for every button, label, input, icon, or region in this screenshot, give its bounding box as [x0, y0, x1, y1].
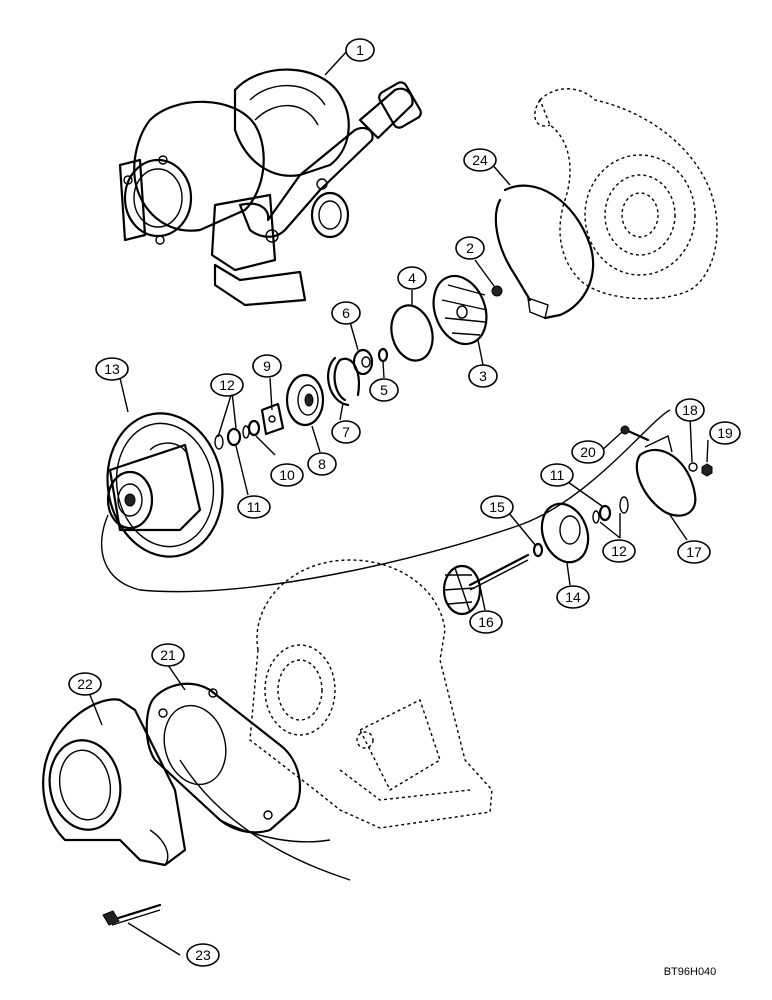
svg-text:7: 7 [342, 424, 350, 440]
svg-text:15: 15 [489, 499, 505, 515]
callout-17: 17 [677, 540, 711, 564]
thrust-washer [260, 402, 285, 436]
v-band-clamp [494, 184, 595, 320]
svg-text:17: 17 [686, 544, 702, 560]
turbine-clamp [635, 448, 697, 517]
seal-plate [540, 502, 590, 564]
svg-text:22: 22 [77, 676, 93, 692]
snap-ring [619, 496, 629, 514]
svg-text:24: 24 [472, 152, 488, 168]
compressor-wheel [432, 274, 488, 346]
turbocharger-assembly [118, 68, 422, 307]
seal-ring [377, 347, 389, 363]
svg-text:11: 11 [550, 467, 565, 483]
svg-text:12: 12 [219, 377, 235, 393]
svg-text:1: 1 [356, 42, 364, 58]
callouts: 1 2 3 4 5 6 7 8 9 10 11 12 13 14 15 16 1… [68, 38, 741, 967]
callout-11-lower: 11 [540, 463, 574, 487]
callout-16: 16 [469, 610, 503, 634]
svg-text:14: 14 [565, 589, 581, 605]
callout-8: 8 [307, 452, 337, 476]
callout-13: 13 [95, 357, 129, 381]
svg-text:13: 13 [104, 361, 120, 377]
bolt [624, 428, 650, 442]
mounting-bolt [102, 903, 162, 926]
svg-text:23: 23 [195, 947, 211, 963]
impeller-nut [491, 285, 503, 297]
callout-2: 2 [455, 236, 485, 260]
svg-text:5: 5 [380, 382, 388, 398]
callout-7: 7 [331, 420, 361, 444]
snap-ring [242, 425, 250, 439]
journal-bearing [598, 504, 612, 522]
leader-lines [89, 49, 709, 956]
svg-text:8: 8 [318, 456, 326, 472]
turbine-housing-phantom [249, 559, 493, 829]
thrust-collar [352, 348, 374, 376]
callout-10: 10 [270, 463, 304, 487]
svg-text:21: 21 [160, 647, 176, 663]
svg-text:18: 18 [682, 402, 698, 418]
washer [247, 419, 261, 437]
svg-text:2: 2 [466, 240, 474, 256]
callout-6: 6 [331, 301, 361, 325]
assembly-link-line [219, 819, 331, 843]
callout-4: 4 [397, 266, 427, 290]
callout-12-center: 12 [255, 391, 257, 393]
o-ring [390, 304, 434, 362]
callout-12-lower: 12 [602, 539, 636, 563]
svg-text:6: 6 [342, 305, 350, 321]
assembly-link-line [179, 759, 351, 881]
drawing-code: BT96H040 [664, 966, 717, 978]
callout-14: 14 [556, 585, 590, 609]
nut [701, 463, 713, 477]
callout-20: 20 [571, 440, 605, 464]
callout-21: 21 [151, 643, 185, 667]
callout-12: 12 [210, 373, 244, 397]
callout-11: 11 [237, 495, 271, 519]
center-housing [106, 412, 224, 558]
assembly-link-line [101, 409, 671, 593]
svg-text:3: 3 [479, 368, 487, 384]
exhaust-gasket [145, 682, 302, 834]
svg-text:11: 11 [247, 499, 262, 515]
thrust-bearing [285, 373, 325, 427]
svg-text:9: 9 [263, 358, 271, 374]
callout-22: 22 [68, 672, 102, 696]
exhaust-elbow [42, 698, 187, 867]
turbine-wheel-shaft [442, 553, 530, 616]
svg-text:12: 12 [611, 543, 627, 559]
callout-1: 1 [345, 38, 375, 62]
journal-bearing [226, 427, 242, 447]
svg-text:4: 4 [408, 270, 416, 286]
callout-24: 24 [463, 148, 497, 172]
callout-18: 18 [675, 398, 705, 422]
svg-text:10: 10 [279, 467, 295, 483]
callout-5: 5 [369, 378, 399, 402]
compressor-housing-phantom [534, 88, 718, 300]
retaining-ring [327, 356, 360, 407]
callout-3: 3 [468, 364, 498, 388]
svg-text:20: 20 [580, 444, 596, 460]
snap-ring [214, 434, 224, 450]
callout-9: 9 [252, 354, 282, 378]
callout-23: 23 [186, 943, 220, 967]
callout-19: 19 [709, 421, 741, 445]
piston-ring [532, 542, 544, 558]
lock-washer [688, 462, 698, 472]
callout-15: 15 [480, 495, 514, 519]
svg-text:16: 16 [478, 614, 494, 630]
svg-text:19: 19 [717, 425, 733, 441]
snap-ring [592, 510, 600, 524]
